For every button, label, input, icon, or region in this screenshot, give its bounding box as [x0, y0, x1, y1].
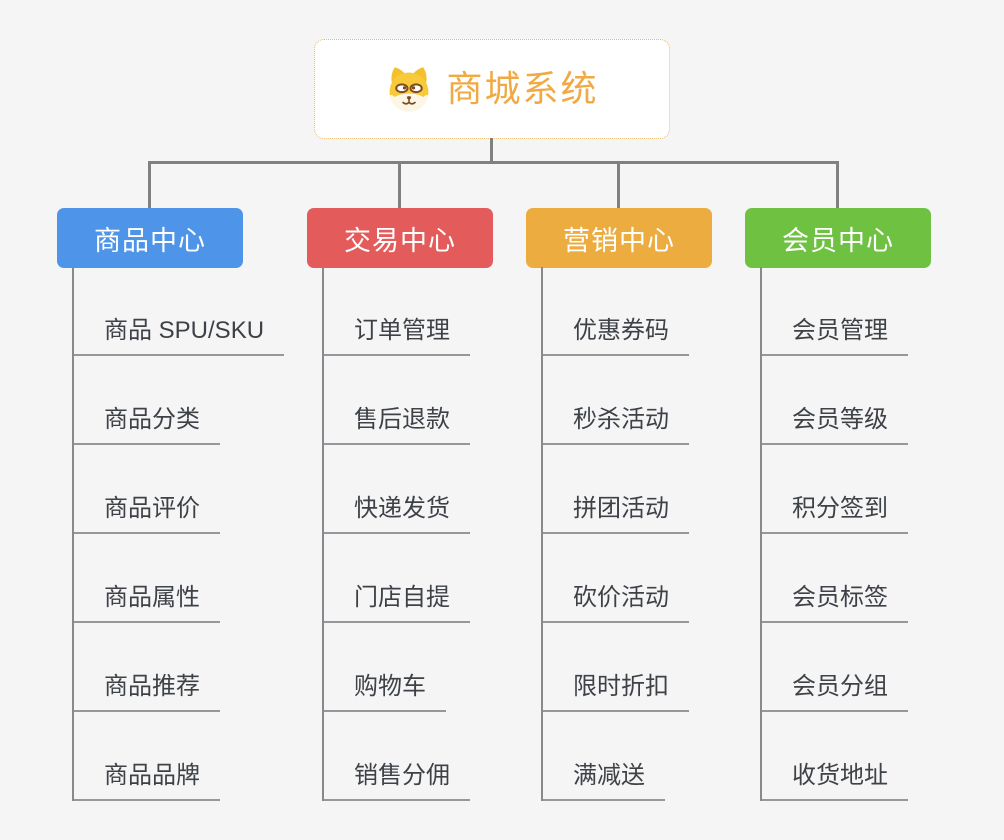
leaf-row: 限时折扣: [543, 623, 689, 712]
mindmap-leaf[interactable]: 商品分类: [74, 399, 220, 445]
mindmap-leaf[interactable]: 门店自提: [324, 577, 470, 623]
leaf-row: 销售分佣: [324, 712, 470, 801]
mindmap-leaf[interactable]: 销售分佣: [324, 755, 470, 801]
shiba-dog-icon: [389, 67, 429, 112]
leaf-row: 会员分组: [762, 623, 908, 712]
leaf-row: 商品评价: [74, 445, 284, 534]
leaf-row: 会员标签: [762, 534, 908, 623]
branch-children-column-marketing: 优惠券码 秒杀活动 拼团活动 砍价活动 限时折扣 满减送: [541, 267, 689, 801]
mindmap-leaf[interactable]: 快递发货: [324, 488, 470, 534]
mindmap-leaf[interactable]: 售后退款: [324, 399, 470, 445]
mindmap-leaf[interactable]: 限时折扣: [543, 666, 689, 712]
branch-stem-connector: [617, 161, 620, 209]
branch-children-column-trade: 订单管理 售后退款 快递发货 门店自提 购物车 销售分佣: [322, 267, 470, 801]
leaf-row: 商品推荐: [74, 623, 284, 712]
leaf-row: 商品属性: [74, 534, 284, 623]
mindmap-leaf[interactable]: 砍价活动: [543, 577, 689, 623]
leaf-row: 拼团活动: [543, 445, 689, 534]
leaf-row: 快递发货: [324, 445, 470, 534]
mindmap-leaf[interactable]: 满减送: [543, 755, 665, 801]
mindmap-leaf[interactable]: 商品 SPU/SKU: [74, 310, 285, 356]
mindmap-leaf[interactable]: 商品评价: [74, 488, 220, 534]
leaf-row: 商品分类: [74, 356, 284, 445]
root-title: 商城系统: [446, 68, 599, 109]
mindmap-leaf[interactable]: 商品推荐: [74, 666, 220, 712]
branch-stem-connector: [148, 161, 151, 209]
leaf-row: 会员等级: [762, 356, 908, 445]
mindmap-leaf[interactable]: 商品品牌: [74, 755, 220, 801]
mindmap-leaf[interactable]: 拼团活动: [543, 488, 689, 534]
leaf-row: 收货地址: [762, 712, 908, 801]
mindmap-leaf[interactable]: 会员标签: [762, 577, 908, 623]
mindmap-leaf[interactable]: 优惠券码: [543, 310, 689, 356]
leaf-row: 优惠券码: [543, 267, 689, 356]
leaf-row: 购物车: [324, 623, 470, 712]
mindmap-leaf[interactable]: 秒杀活动: [543, 399, 689, 445]
mindmap-leaf[interactable]: 会员分组: [762, 666, 908, 712]
mindmap-leaf[interactable]: 收货地址: [762, 755, 908, 801]
leaf-row: 秒杀活动: [543, 356, 689, 445]
leaf-row: 商品 SPU/SKU: [74, 267, 285, 356]
branch-children-column-member: 会员管理 会员等级 积分签到 会员标签 会员分组 收货地址: [760, 267, 908, 801]
branch-header-marketing-center[interactable]: 营销中心: [526, 208, 712, 268]
mindmap-leaf[interactable]: 会员等级: [762, 399, 908, 445]
root-stem-connector: [490, 138, 493, 163]
mindmap-leaf[interactable]: 会员管理: [762, 310, 908, 356]
leaf-row: 满减送: [543, 712, 689, 801]
leaf-row: 订单管理: [324, 267, 470, 356]
branch-header-member-center[interactable]: 会员中心: [745, 208, 931, 268]
branch-children-column-product: 商品 SPU/SKU 商品分类 商品评价 商品属性 商品推荐 商品品牌: [72, 267, 285, 801]
leaf-row: 会员管理: [762, 267, 908, 356]
leaf-row: 售后退款: [324, 356, 470, 445]
branch-header-trade-center[interactable]: 交易中心: [307, 208, 493, 268]
mindmap-leaf[interactable]: 商品属性: [74, 577, 220, 623]
leaf-row: 商品品牌: [74, 712, 284, 801]
mindmap-leaf[interactable]: 积分签到: [762, 488, 908, 534]
branch-bus-connector: [148, 161, 839, 164]
mindmap-leaf[interactable]: 购物车: [324, 666, 446, 712]
root-node[interactable]: 商城系统: [314, 39, 670, 139]
leaf-row: 积分签到: [762, 445, 908, 534]
branch-stem-connector: [836, 161, 839, 209]
branch-header-product-center[interactable]: 商品中心: [57, 208, 243, 268]
mindmap-leaf[interactable]: 订单管理: [324, 310, 470, 356]
leaf-row: 门店自提: [324, 534, 470, 623]
leaf-row: 砍价活动: [543, 534, 689, 623]
branch-stem-connector: [398, 161, 401, 209]
